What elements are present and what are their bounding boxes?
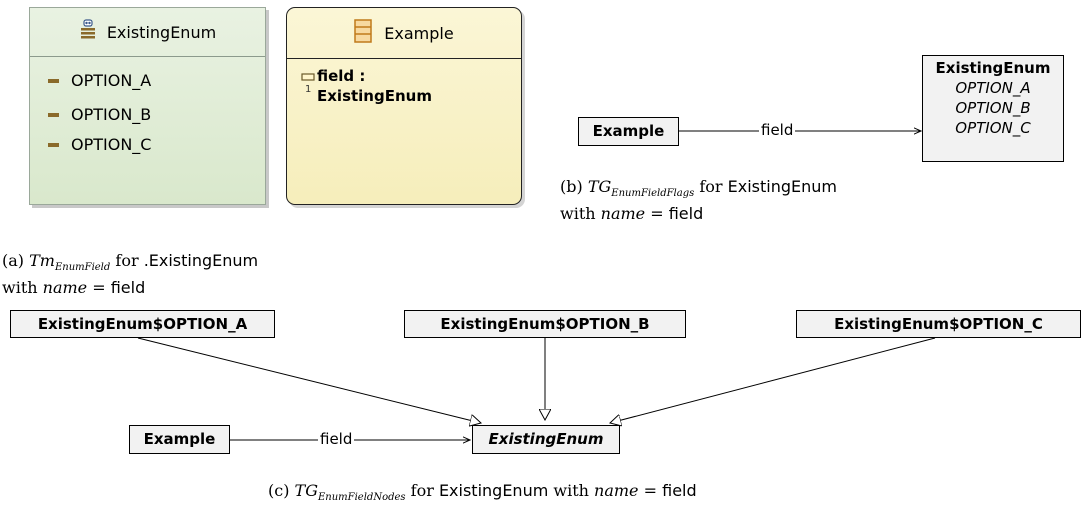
caption-c: (c) TGEnumFieldNodes for ExistingEnum wi… — [268, 481, 697, 504]
class-icon — [354, 19, 373, 47]
enum-box: ExistingEnum OPTION_A OPTION_B OPTION_C — [29, 7, 266, 205]
class-field: field : ExistingEnum — [317, 67, 432, 105]
enum-literal: OPTION_A — [48, 71, 151, 90]
node-b-enum: ExistingEnum OPTION_A OPTION_B OPTION_C — [922, 55, 1064, 162]
caption-b: (b) TGEnumFieldFlags for ExistingEnum wi… — [560, 177, 837, 224]
node-c-example: Example — [129, 425, 230, 454]
edge-c-gen-c — [610, 337, 936, 423]
caption-a: (a) TmEnumField for .ExistingEnum with n… — [2, 251, 259, 298]
literal-icon — [48, 78, 59, 83]
literal-icon — [48, 112, 59, 117]
node-c-option-c: ExistingEnum$OPTION_C — [796, 310, 1081, 338]
enum-box-header: ExistingEnum — [30, 8, 265, 57]
node-c-option-a: ExistingEnum$OPTION_A — [10, 310, 275, 338]
enum-literal: OPTION_C — [48, 135, 151, 154]
node-c-option-b: ExistingEnum$OPTION_B — [404, 310, 686, 338]
literal-icon — [48, 142, 59, 147]
node-c-abstract-enum: ExistingEnum — [472, 425, 620, 454]
edge-label-c: field — [318, 430, 355, 448]
edge-label-b: field — [759, 121, 796, 139]
edge-c-gen-a — [137, 337, 481, 423]
node-b-example: Example — [578, 117, 679, 146]
enum-title: ExistingEnum — [106, 22, 217, 42]
attribute-icon: 1 — [301, 72, 315, 98]
enum-literal: OPTION_B — [48, 105, 151, 124]
svg-text:1: 1 — [305, 84, 311, 94]
class-box: Example 1 field : ExistingEnum — [286, 7, 522, 205]
class-title: Example — [384, 23, 454, 43]
class-box-header: Example — [287, 8, 521, 59]
enum-icon — [79, 19, 97, 45]
